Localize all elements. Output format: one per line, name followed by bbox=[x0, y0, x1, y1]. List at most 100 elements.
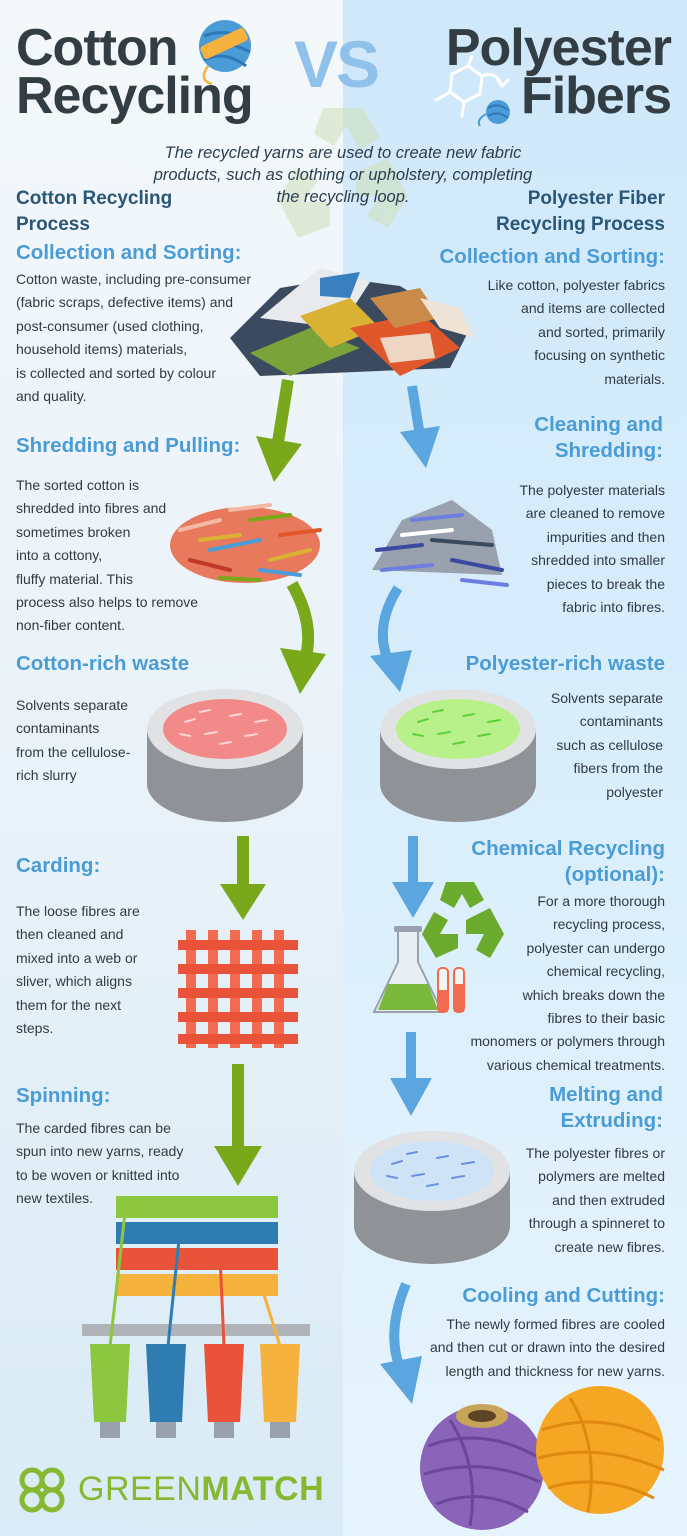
title-line: (optional): bbox=[564, 863, 665, 886]
cotton-step4-title: Carding: bbox=[16, 854, 101, 877]
text-line: The newly formed fibres are cooled bbox=[446, 1316, 665, 1332]
greenmatch-logo-text: GREENMATCH bbox=[78, 1470, 324, 1509]
text-line: steps. bbox=[16, 1020, 54, 1037]
carding-web-icon bbox=[178, 930, 298, 1048]
text-line: (fabric scraps, defective items) and bbox=[16, 294, 234, 311]
cotton-step1-text: Cotton waste, including pre-consumer (fa… bbox=[16, 268, 266, 408]
polyester-process-title-line2: Recycling Process bbox=[496, 214, 665, 235]
text-line: The polyester materials bbox=[519, 482, 665, 498]
poly-step2-title: Cleaning and Shredding: bbox=[534, 412, 663, 464]
title-line: Cleaning and bbox=[534, 413, 663, 436]
polyester-title-line1: Polyester bbox=[445, 19, 672, 77]
poly-arrow-4-icon bbox=[390, 1032, 432, 1116]
text-line: sometimes broken bbox=[16, 523, 131, 540]
cotton-step5-title: Spinning: bbox=[16, 1084, 111, 1107]
text-line: such as cellulose bbox=[556, 736, 663, 753]
poly-step6-text: The newly formed fibres are cooled and t… bbox=[395, 1313, 665, 1383]
vs-label: VS bbox=[294, 27, 380, 101]
text-line: through a spinneret to bbox=[528, 1215, 665, 1232]
title-line: Collection and Sorting: bbox=[439, 245, 666, 268]
cotton-title: Cotton Recycling bbox=[16, 19, 254, 125]
text-line: length and thickness for new yarns. bbox=[445, 1362, 665, 1379]
text-line: mixed into a web or bbox=[16, 949, 138, 966]
polyester-process-title: Polyester Fiber Recycling Process bbox=[496, 186, 665, 238]
cotton-tub-icon bbox=[147, 689, 303, 822]
text-line: and items are collected bbox=[521, 300, 665, 317]
logo-text-green: GREEN bbox=[78, 1470, 202, 1508]
cotton-process-title-line2: Process bbox=[16, 214, 90, 235]
text-line: and sorted, primarily bbox=[538, 323, 665, 340]
poly-step2-text: The polyester materials are cleaned to r… bbox=[465, 479, 665, 619]
text-line: The loose fibres are bbox=[16, 903, 140, 919]
text-line: For a more thorough bbox=[537, 893, 665, 909]
extrusion-tub-icon bbox=[354, 1131, 510, 1264]
cotton-arrow-1-icon bbox=[256, 379, 302, 482]
molecule-icon bbox=[434, 54, 510, 127]
text-line: from the cellulose- bbox=[16, 743, 131, 760]
poly-step3-title: Polyester-rich waste bbox=[466, 651, 665, 677]
title-line: Polyester-rich waste bbox=[465, 652, 665, 675]
text-line: and then extruded bbox=[552, 1191, 665, 1208]
poly-step3-text: Solvents separate contaminants such as c… bbox=[523, 687, 663, 804]
poly-step5-title: Melting and Extruding: bbox=[549, 1082, 663, 1134]
text-line: process also helps to remove bbox=[16, 594, 199, 611]
poly-step4-text: For a more thorough recycling process, p… bbox=[435, 890, 665, 1077]
cotton-step2-title: Shredding and Pulling: bbox=[16, 434, 241, 457]
text-line: contaminants bbox=[579, 713, 663, 730]
text-line: sliver, which aligns bbox=[16, 973, 132, 990]
subtitle-line3: the recycling loop. bbox=[276, 188, 410, 206]
text-line: then cleaned and bbox=[16, 926, 124, 943]
cotton-step1-title: Collection and Sorting: bbox=[16, 241, 242, 264]
polyester-tub-icon bbox=[380, 689, 536, 822]
cotton-step2-text: The sorted cotton is shredded into fibre… bbox=[16, 474, 236, 638]
text-line: polymers are melted bbox=[538, 1168, 665, 1185]
logo-text-match: MATCH bbox=[201, 1470, 325, 1508]
cotton-step3-title: Cotton-rich waste bbox=[16, 652, 190, 675]
clothes-pile-icon bbox=[230, 268, 475, 376]
text-line: shredded into smaller bbox=[531, 552, 665, 569]
text-line: and then cut or drawn into the desired bbox=[429, 1339, 665, 1356]
text-line: materials. bbox=[604, 370, 665, 387]
cotton-step4-text: The loose fibres are then cleaned and mi… bbox=[16, 900, 166, 1040]
poly-step5-text: The polyester fibres or polymers are mel… bbox=[495, 1142, 665, 1259]
title-line: Chemical Recycling bbox=[471, 837, 665, 860]
text-line: fibers from the bbox=[573, 760, 663, 777]
text-line: them for the next bbox=[16, 996, 122, 1013]
polyester-shreds-icon bbox=[372, 500, 509, 587]
cotton-title-line1: Cotton bbox=[16, 19, 178, 77]
text-line: The carded fibres can be bbox=[16, 1120, 171, 1136]
text-line: into a cottony, bbox=[16, 547, 103, 564]
text-line: shredded into fibres and bbox=[16, 500, 167, 517]
text-line: monomers or polymers through bbox=[470, 1033, 665, 1050]
text-line: various chemical treatments. bbox=[486, 1056, 665, 1073]
text-line: fibres to their basic bbox=[547, 1010, 666, 1027]
poly-arrow-5-icon bbox=[380, 1282, 422, 1404]
cotton-title-line2: Recycling bbox=[16, 67, 254, 125]
text-line: Cotton waste, including pre-consumer bbox=[16, 271, 252, 287]
polyester-title-line2: Fibers bbox=[520, 67, 672, 125]
subtitle: The recycled yarns are used to create ne… bbox=[110, 142, 576, 208]
poly-step1-title: Collection and Sorting: bbox=[440, 244, 666, 270]
text-line: rich slurry bbox=[16, 767, 77, 784]
cotton-step3-text: Solvents separate contaminants from the … bbox=[16, 694, 156, 788]
greenmatch-logo-icon bbox=[19, 1467, 65, 1513]
cotton-process-title-line1: Cotton Recycling bbox=[16, 188, 173, 209]
text-line: chemical recycling, bbox=[546, 963, 665, 980]
text-line: fluffy material. This bbox=[16, 570, 133, 587]
cotton-arrow-4-icon bbox=[214, 1064, 262, 1186]
cotton-arrow-3-icon bbox=[220, 836, 266, 920]
poly-step6-title: Cooling and Cutting: bbox=[462, 1283, 665, 1309]
text-line: Like cotton, polyester fabrics bbox=[487, 277, 665, 293]
text-line: new textiles. bbox=[16, 1190, 94, 1207]
text-line: recycling process, bbox=[552, 916, 665, 933]
text-line: are cleaned to remove bbox=[525, 505, 665, 522]
text-line: spun into new yarns, ready bbox=[16, 1143, 184, 1160]
poly-arrow-1-icon bbox=[400, 385, 440, 468]
poly-arrow-3-icon bbox=[392, 836, 434, 918]
poly-step1-text: Like cotton, polyester fabrics and items… bbox=[435, 274, 665, 391]
text-line: and quality. bbox=[16, 388, 87, 405]
text-line: which breaks down the bbox=[522, 986, 665, 1003]
text-line: to be woven or knitted into bbox=[16, 1166, 180, 1183]
title-line: Cooling and Cutting: bbox=[462, 1284, 665, 1307]
text-line: pieces to break the bbox=[546, 575, 665, 592]
